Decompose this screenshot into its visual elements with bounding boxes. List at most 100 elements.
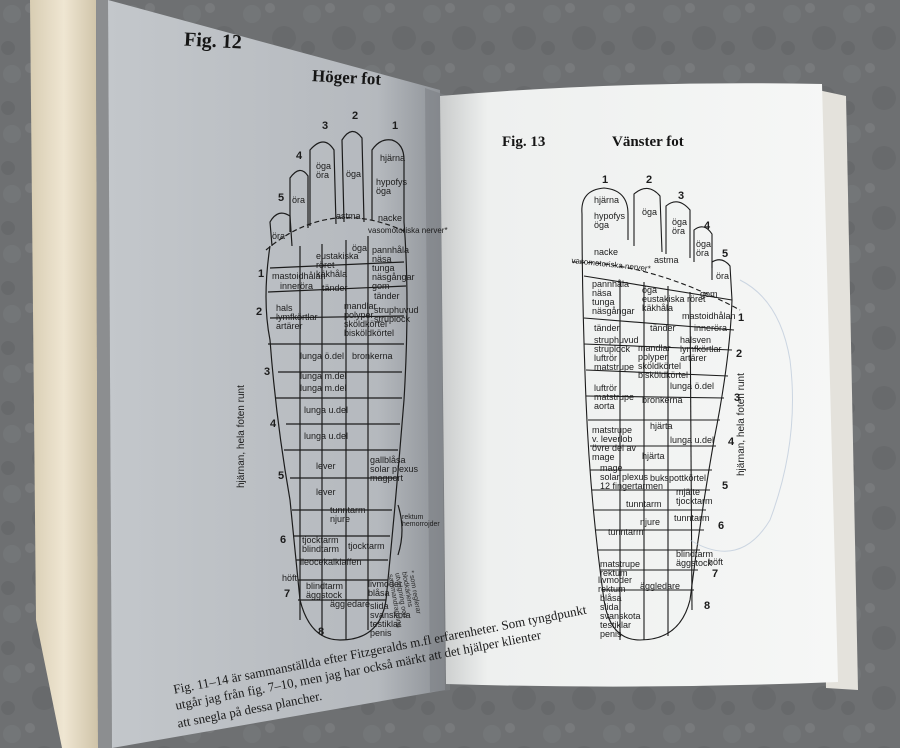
zone-number-7: 7 xyxy=(284,588,291,600)
r-label-hoft: höft xyxy=(708,557,724,567)
toe-number-1: 1 xyxy=(392,120,399,132)
label-livmoder: livmoder blåsa xyxy=(368,579,403,598)
r-label-mastoid: mastoidhålan xyxy=(682,311,736,321)
label-gallblasa: gallblåsa solar plexus magport xyxy=(370,455,419,483)
show-through-sketch xyxy=(689,279,793,552)
toe-number-r-5: 5 xyxy=(722,248,729,260)
toe-number-3: 3 xyxy=(322,120,329,132)
r-label-luftror: luftrör matstrupe aorta xyxy=(594,383,635,411)
right-foot-chart xyxy=(265,130,408,641)
vasomotor-line-r xyxy=(571,261,741,311)
label-blindtarm: blindtarm äggstock xyxy=(306,581,344,600)
toe-number-r-4: 4 xyxy=(704,220,711,232)
toe-number-5: 5 xyxy=(278,192,285,204)
zone-number-r-2: 2 xyxy=(736,348,743,360)
right-figure-label: Fig. 13 xyxy=(502,134,546,150)
label-tander-1: tänder xyxy=(322,283,348,293)
label-tjocktarm-1: tjocktarm blindtarm xyxy=(302,535,340,554)
r-label-njure: njure xyxy=(640,517,661,527)
label-oga-ora-3: öga öra xyxy=(316,161,332,180)
r-label-aggledare: äggledare xyxy=(640,581,681,591)
r-label-bukspott: bukspottkörtel xyxy=(650,473,707,483)
zone-number-4: 4 xyxy=(270,418,277,430)
toe-number-r-3: 3 xyxy=(678,190,685,202)
zone-number-2: 2 xyxy=(256,306,263,318)
label-vasomotoriska: vasomotoriska nerver* xyxy=(368,226,448,235)
r-label-vasomotoriska: vasomotoriska nerver* xyxy=(571,256,652,274)
label-lunga-m1: lunga m.del xyxy=(300,371,347,381)
toe-number-2: 2 xyxy=(352,110,359,122)
label-ileocekal: ileocekalklaffen xyxy=(300,557,362,567)
right-page-title: Vänster fot xyxy=(612,134,684,150)
r-label-pannhala: pannhåla näsa tunga näsgångar xyxy=(592,279,635,316)
zone-number-r-4: 4 xyxy=(728,436,735,448)
r-label-struphuvud: struphuvud struplock luftrör matstrupe xyxy=(594,335,639,372)
r-label-mjalte: mjälte tjocktarm xyxy=(676,487,713,506)
label-hals: hals lymfkörtlar artärer xyxy=(276,303,318,331)
r-label-blasa: blåsa slida svanskota testiklar penis xyxy=(600,593,641,639)
r-label-halsven: halsven lymfkörtlar artärer xyxy=(680,335,722,363)
r-label-ora-5: öra xyxy=(716,271,730,281)
right-page xyxy=(440,83,838,687)
r-label-mandlar: mandlar polyper sköldkörtel bisköldkörte… xyxy=(638,343,689,380)
r-label-oga-2: öga xyxy=(642,207,658,217)
zone-number-1: 1 xyxy=(258,268,265,280)
zone-number-r-6: 6 xyxy=(718,520,725,532)
r-label-tunntarm-3: tunntarm xyxy=(608,527,644,537)
label-lunga-o: lunga ö.del xyxy=(300,351,345,361)
label-mandlar: mandlar polyper sköldkörtel bisköldkörte… xyxy=(344,301,395,338)
label-lever-1: lever xyxy=(316,461,336,471)
r-label-hjarta-1: hjärta xyxy=(650,421,673,431)
sole-outline xyxy=(265,221,408,641)
r-label-tander-2: tänder xyxy=(650,323,676,333)
r-label-nacke: nacke xyxy=(594,247,619,257)
label-struphuvud: struphuvud struplock xyxy=(374,305,419,324)
toe-2-outline xyxy=(341,130,365,223)
left-page-edges xyxy=(30,0,98,748)
r-label-hypofys: hypofys öga xyxy=(594,211,626,230)
label-ora-4: öra xyxy=(292,195,306,205)
left-page xyxy=(108,0,445,748)
toe-1-outline-r xyxy=(581,187,629,240)
toe-3-outline-r xyxy=(665,201,691,258)
label-eustakiska: eustakiska röret käkhåla xyxy=(316,251,359,279)
zone-number-r-7: 7 xyxy=(712,568,719,580)
zone-number-3: 3 xyxy=(264,366,271,378)
r-label-livmoder: livmoder rektum xyxy=(598,575,633,594)
label-mastoid: mastoidhålan xyxy=(272,271,326,281)
zone-number-r-3: 3 xyxy=(734,392,741,404)
label-tander-2: tänder xyxy=(374,291,400,301)
r-label-bronkerna: bronkerna xyxy=(642,395,683,405)
zone-number-r-8: 8 xyxy=(704,600,711,612)
toe-number-r-2: 2 xyxy=(646,174,653,186)
label-pannhala: pannhåla näsa tunga näsgångar gom xyxy=(372,245,415,291)
label-innerora: inneröra xyxy=(280,281,314,291)
vasomotor-line xyxy=(265,217,407,251)
zone-number-6: 6 xyxy=(280,534,287,546)
label-hoft: höft xyxy=(282,573,298,583)
label-hypofys: hypofys öga xyxy=(376,177,408,196)
r-label-hjarna: hjärna xyxy=(594,195,620,205)
label-oga-l: öga xyxy=(352,243,368,253)
sole-outline-r xyxy=(581,213,733,641)
r-label-astma: astma xyxy=(654,255,679,265)
toe-number-r-1: 1 xyxy=(602,174,609,186)
zone-number-5: 5 xyxy=(278,470,285,482)
rectum-brace xyxy=(397,504,403,556)
toe-4-outline-r xyxy=(693,226,713,268)
label-tjocktarm-2: tjocktarm xyxy=(348,541,385,551)
toe-4-outline xyxy=(289,169,309,232)
label-lunga-u2: lunga u.del xyxy=(304,431,349,441)
r-label-oga-4: öga öra xyxy=(696,239,712,258)
label-lunga-u1: lunga u.del xyxy=(304,405,349,415)
left-spine-shadow xyxy=(96,0,112,748)
r-label-lunga-u: lunga u.del xyxy=(670,435,715,445)
right-side-label: hjärnan, hela foten runt xyxy=(736,373,747,476)
label-nacke: nacke xyxy=(378,213,403,223)
label-hjarna: hjärna xyxy=(380,153,406,163)
toe-5-outline-r xyxy=(711,259,733,301)
